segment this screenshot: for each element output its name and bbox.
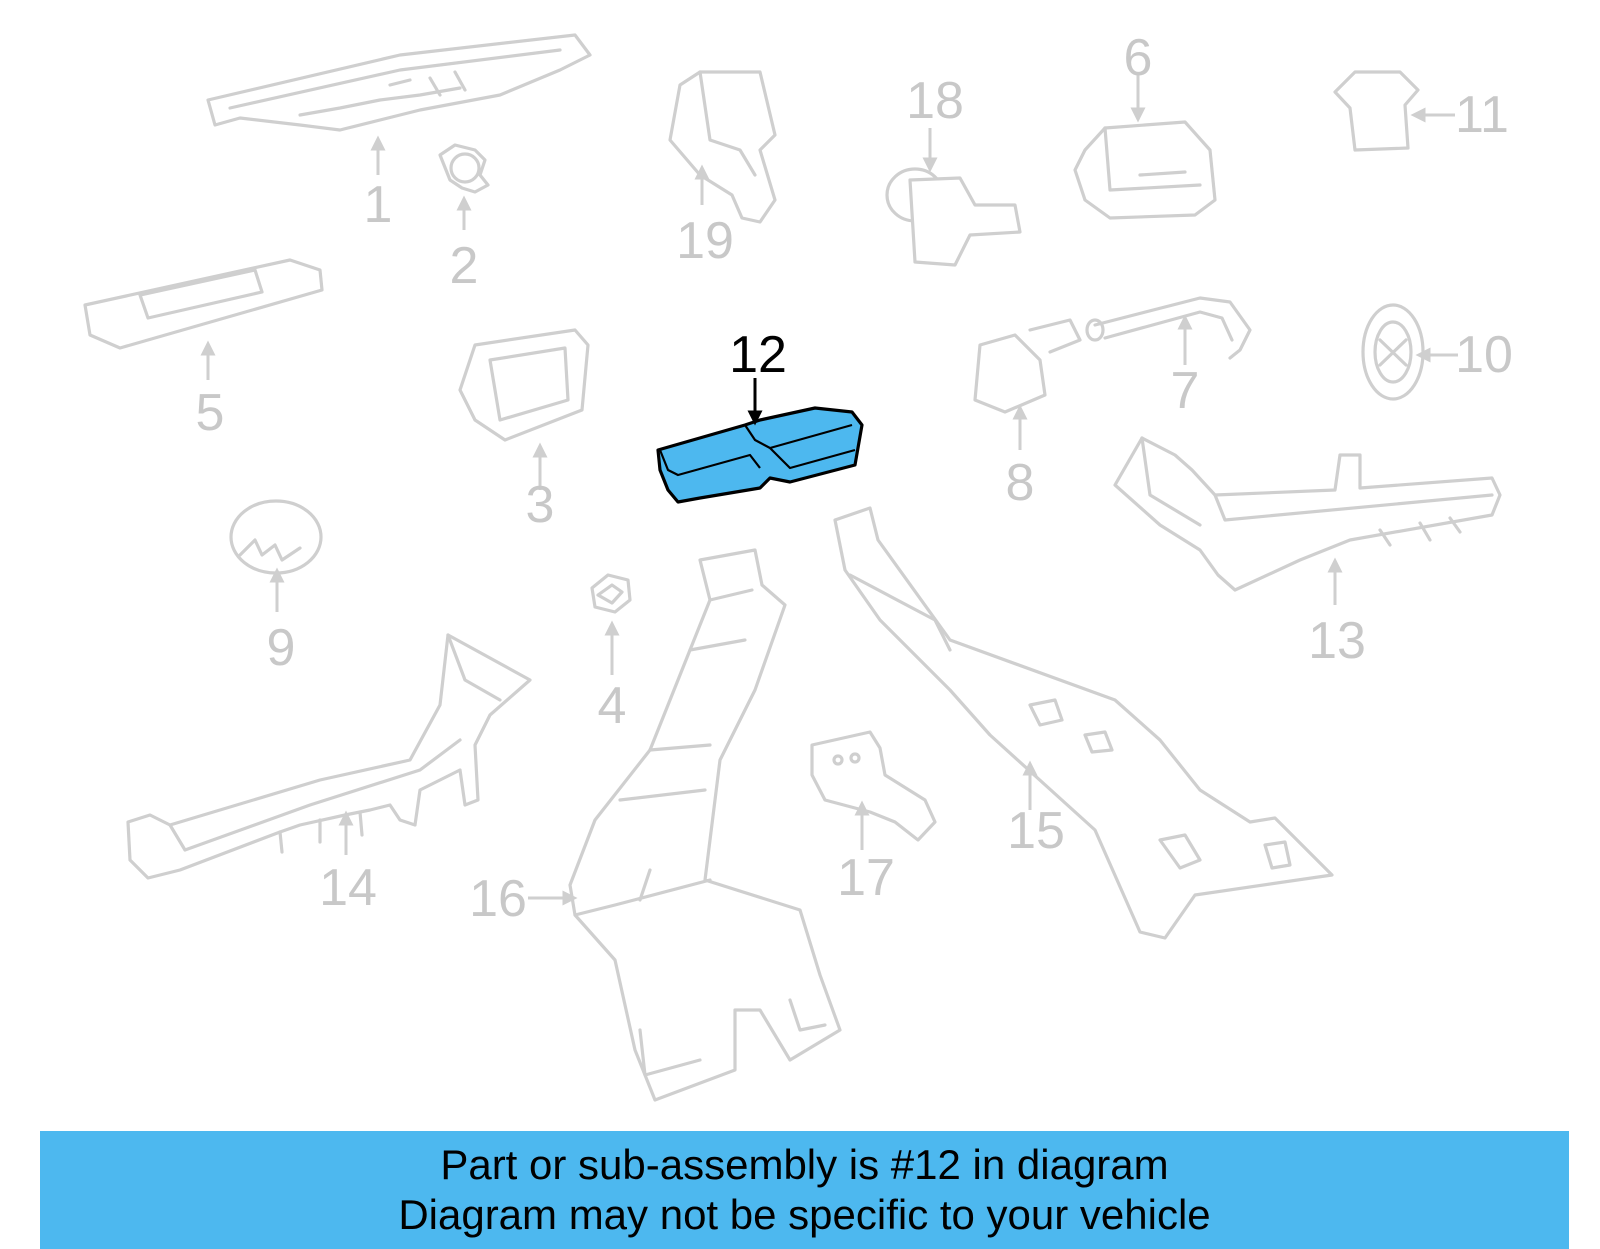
callout-5: 5 bbox=[196, 340, 225, 442]
callout-11: 11 bbox=[1410, 86, 1509, 144]
callout-7: 7 bbox=[1171, 314, 1200, 420]
callout-3: 3 bbox=[526, 442, 555, 534]
svg-text:18: 18 bbox=[906, 72, 964, 130]
svg-text:7: 7 bbox=[1171, 362, 1200, 420]
info-banner: Part or sub-assembly is #12 in diagram D… bbox=[40, 1131, 1569, 1249]
svg-text:1: 1 bbox=[364, 176, 393, 234]
svg-text:5: 5 bbox=[196, 384, 225, 442]
part-2-clip[interactable] bbox=[438, 143, 490, 194]
part-13-duct[interactable] bbox=[1113, 436, 1502, 592]
callout-18: 18 bbox=[906, 72, 964, 173]
svg-text:14: 14 bbox=[319, 859, 377, 917]
part-7-tube[interactable] bbox=[1085, 296, 1252, 360]
svg-text:3: 3 bbox=[526, 476, 555, 534]
svg-text:15: 15 bbox=[1007, 802, 1065, 860]
svg-text:8: 8 bbox=[1006, 454, 1035, 512]
part-11-connector[interactable] bbox=[1333, 70, 1420, 152]
part-6-module[interactable] bbox=[1073, 120, 1217, 220]
svg-text:2: 2 bbox=[450, 237, 479, 295]
callout-16: 16 bbox=[469, 870, 578, 928]
part-19-bracket[interactable] bbox=[668, 70, 777, 224]
callout-15: 15 bbox=[1007, 760, 1065, 860]
svg-text:12: 12 bbox=[729, 326, 787, 384]
part-5-panel[interactable] bbox=[83, 258, 324, 350]
part-1-bracket[interactable] bbox=[206, 33, 592, 132]
part-3-seal[interactable] bbox=[458, 328, 590, 442]
svg-text:13: 13 bbox=[1308, 612, 1366, 670]
part-14-duct[interactable] bbox=[126, 633, 532, 880]
banner-line-part: Part or sub-assembly is #12 in diagram bbox=[440, 1141, 1169, 1188]
part-9-cap[interactable] bbox=[229, 499, 323, 575]
part-4-nut[interactable] bbox=[590, 573, 632, 614]
svg-text:16: 16 bbox=[469, 870, 527, 928]
callout-13: 13 bbox=[1308, 557, 1366, 670]
part-15-duct[interactable] bbox=[833, 506, 1334, 940]
part-12-duct[interactable] bbox=[656, 406, 864, 504]
callout-2: 2 bbox=[450, 195, 479, 295]
svg-text:9: 9 bbox=[267, 619, 296, 677]
svg-text:17: 17 bbox=[837, 849, 895, 907]
callout-10: 10 bbox=[1415, 326, 1513, 384]
callout-6: 6 bbox=[1124, 29, 1153, 123]
callout-4: 4 bbox=[598, 620, 627, 735]
svg-text:6: 6 bbox=[1124, 29, 1153, 87]
callout-9: 9 bbox=[267, 567, 296, 677]
callout-1: 1 bbox=[364, 135, 393, 234]
banner-line-disclaimer: Diagram may not be specific to your vehi… bbox=[398, 1191, 1211, 1238]
part-10-grommet[interactable] bbox=[1361, 303, 1425, 401]
callout-19: 19 bbox=[676, 164, 734, 270]
part-8-sensor[interactable] bbox=[973, 318, 1082, 414]
callout-17: 17 bbox=[837, 800, 895, 907]
svg-text:11: 11 bbox=[1455, 86, 1509, 144]
callout-8: 8 bbox=[1006, 404, 1035, 512]
svg-text:19: 19 bbox=[676, 212, 734, 270]
part-16-duct[interactable] bbox=[568, 548, 842, 1102]
callout-12: 12 bbox=[729, 326, 787, 426]
part-17-bracket[interactable] bbox=[810, 730, 937, 842]
svg-text:4: 4 bbox=[598, 677, 627, 735]
callout-14: 14 bbox=[319, 810, 377, 917]
part-18-sensor[interactable] bbox=[885, 167, 1022, 267]
svg-text:10: 10 bbox=[1455, 326, 1513, 384]
